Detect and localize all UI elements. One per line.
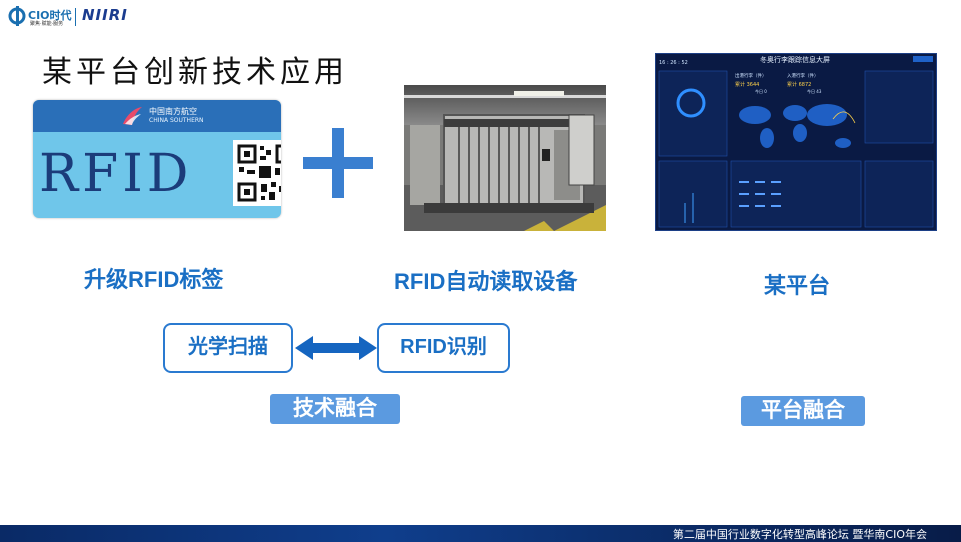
airline-name-cn: 中国南方航空	[149, 107, 197, 116]
cio-logo: CIO时代 聚焦·赋能·服务	[8, 5, 78, 29]
platform-fusion-label: 平台融合	[741, 396, 865, 426]
footer-bar: 第二届中国行业数字化转型高峰论坛 暨华南CIO年会	[0, 525, 961, 542]
dashboard-title: 冬奥行李跟踪信息大屏	[760, 55, 830, 64]
double-arrow-icon	[295, 336, 377, 360]
inbound-total: 累计 6872	[787, 81, 811, 88]
inbound-label: 入港行李（件）	[787, 72, 819, 79]
header-divider	[75, 8, 76, 26]
outbound-today: 今日 0	[755, 88, 767, 94]
cio-brand-text: CIO时代	[28, 9, 72, 22]
card-header-band	[33, 100, 281, 132]
cio-tagline: 聚焦·赋能·服务	[30, 21, 64, 27]
plus-icon	[303, 128, 373, 198]
page-title: 某平台创新技术应用	[42, 55, 348, 90]
niiri-logo: NIIRI	[82, 6, 128, 24]
airline-logo-icon	[123, 107, 142, 125]
optical-scan-box: 光学扫描	[163, 323, 293, 373]
footer-text: 第二届中国行业数字化转型高峰论坛 暨华南CIO年会	[672, 528, 927, 541]
airline-name-en: CHINA SOUTHERN	[149, 117, 204, 124]
outbound-total: 累计 3644	[735, 81, 759, 88]
rfid-tag-image: 中国南方航空 CHINA SOUTHERN RFID	[33, 100, 281, 218]
rfid-reader-device-image	[404, 85, 606, 231]
qr-code-icon	[233, 140, 281, 206]
rfid-recognition-box: RFID识别	[377, 323, 510, 373]
inbound-today: 今日 43	[807, 88, 822, 94]
caption-platform: 某平台	[764, 273, 831, 298]
tech-fusion-label: 技术融合	[270, 394, 400, 424]
rfid-card-text: RFID	[39, 144, 193, 204]
caption-rfid-device: RFID自动读取设备	[394, 269, 578, 294]
dashboard-clock: 16 : 26 : 52	[659, 60, 688, 66]
outbound-label: 出港行李（件）	[735, 72, 767, 79]
caption-rfid-tag: 升级RFID标签	[84, 267, 224, 292]
cio-logo-icon	[8, 6, 26, 26]
platform-dashboard-image: 16 : 26 : 52 冬奥行李跟踪信息大屏 出港行李（件） 入港行李（件） …	[655, 53, 937, 231]
